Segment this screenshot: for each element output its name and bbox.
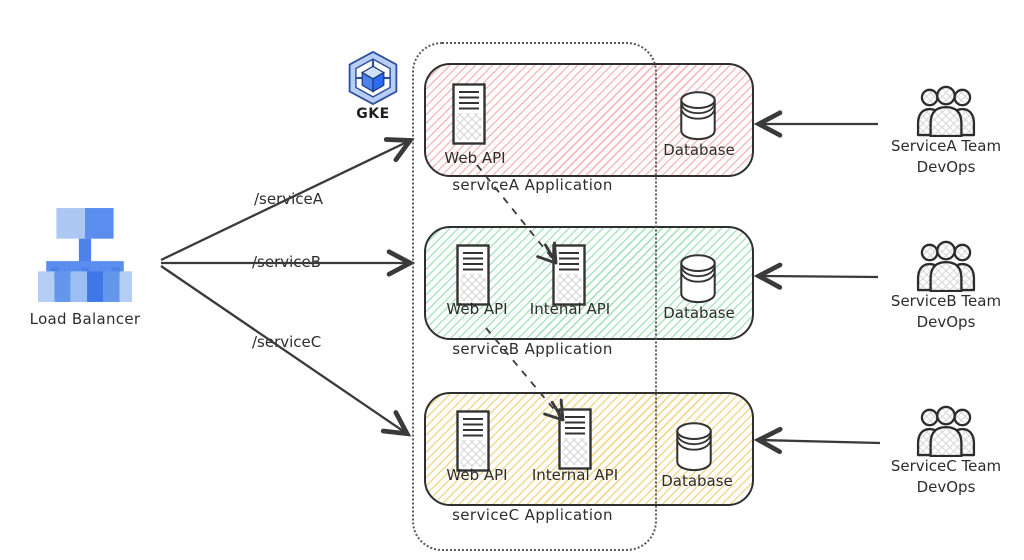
database-icon [672, 420, 716, 472]
team-group-servicea: ServiceA Team DevOps [876, 85, 1016, 176]
database-label: Database [663, 304, 735, 322]
team-role-label: DevOps [916, 313, 976, 331]
web-api-label: Web API [446, 300, 508, 318]
service-c-box: Web API Internal API Database [424, 392, 754, 506]
database-icon [676, 252, 720, 304]
web-api-label: Web API [446, 466, 508, 484]
service-b-box: Web API Intenal API Database [424, 226, 754, 340]
web-api-label: Web API [444, 149, 506, 167]
team-label: ServiceB Team [890, 292, 1002, 310]
server-icon [452, 83, 486, 145]
database-icon [676, 89, 720, 141]
route-label-servicec: /serviceC [248, 333, 326, 351]
route-label-serviceb: /serviceB [248, 253, 326, 271]
server-icon [456, 244, 490, 306]
load-balancer-label: Load Balancer [29, 310, 141, 328]
devops-team-icon [916, 85, 976, 137]
server-icon [558, 408, 592, 470]
database-label: Database [661, 472, 733, 490]
team-label: ServiceA Team [890, 137, 1002, 155]
load-balancer-icon [36, 206, 134, 304]
internal-api-label: Intenal API [529, 300, 611, 318]
server-icon [456, 410, 490, 472]
team-arrow-servicec [760, 440, 881, 443]
service-b-caption: serviceB Application [452, 340, 613, 358]
gke-icon [346, 50, 400, 106]
team-label: ServiceC Team [890, 457, 1002, 475]
team-role-label: DevOps [916, 158, 976, 176]
service-a-box: Web API Database [424, 63, 754, 177]
service-c-caption: serviceC Application [452, 506, 613, 524]
service-a-caption: serviceA Application [452, 176, 613, 194]
server-icon [552, 244, 586, 306]
database-label: Database [663, 141, 735, 159]
team-group-serviceb: ServiceB Team DevOps [876, 240, 1016, 331]
devops-team-icon [916, 405, 976, 457]
team-role-label: DevOps [916, 478, 976, 496]
team-arrow-serviceb [760, 276, 879, 277]
gke-label: GKE [356, 106, 390, 122]
devops-team-icon [916, 240, 976, 292]
route-label-servicea: /serviceA [250, 190, 328, 208]
internal-api-label: Internal API [531, 466, 619, 484]
team-group-servicec: ServiceC Team DevOps [876, 405, 1016, 496]
